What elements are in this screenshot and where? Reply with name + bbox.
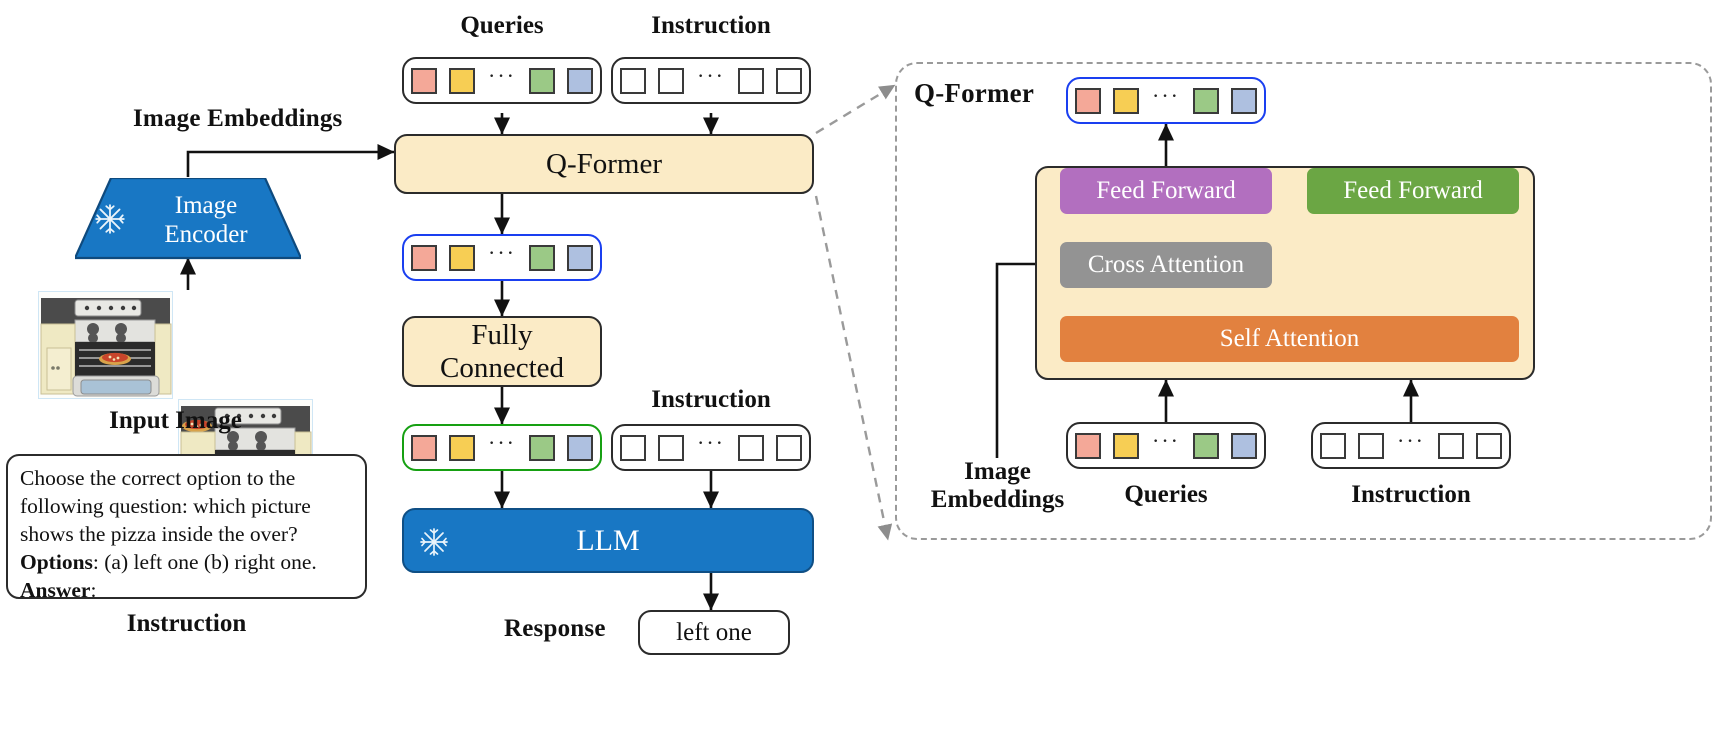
projected-token-2	[528, 434, 555, 461]
instruction-answer-line: Answer:	[20, 577, 353, 605]
query-token-0	[411, 67, 437, 94]
output-token-2	[528, 244, 555, 271]
projected-token-0	[411, 434, 437, 461]
queries-token-row-detail[interactable]: ···	[1066, 422, 1266, 469]
instruction-token-0	[620, 67, 646, 94]
instruction-label-detail: Instruction	[1351, 481, 1471, 508]
queries-token-row-middle[interactable]: ···	[402, 57, 602, 104]
image-encoder-block[interactable]: Image Encoder	[75, 178, 301, 260]
input-photo-left[interactable]	[38, 291, 173, 399]
feed-forward-instruction-label: Feed Forward	[1343, 177, 1483, 204]
q-former-label: Q-Former	[546, 147, 662, 180]
output-ellipsis: ···	[488, 239, 516, 265]
image-embeddings-label: Image Embeddings	[133, 105, 343, 132]
response-box[interactable]: left one	[638, 610, 790, 655]
response-value: left one	[676, 618, 752, 646]
instruction-token-b3	[775, 434, 802, 461]
instruction-label-middle-bottom: Instruction	[651, 386, 771, 413]
detail-output-token-1	[1113, 87, 1139, 114]
detail-output-token-2	[1192, 87, 1219, 114]
detail-query-token-0	[1075, 432, 1101, 459]
self-attention-block[interactable]: Self Attention	[1060, 316, 1519, 362]
output-token-0	[411, 244, 437, 271]
instruction-line-3: shows the pizza inside the over?	[20, 521, 298, 546]
q-former-block[interactable]: Q-Former	[394, 134, 814, 194]
detail-output-token-0	[1075, 87, 1101, 114]
fully-connected-block[interactable]: Fully Connected	[402, 316, 602, 387]
detail-instruction-token-0	[1320, 432, 1346, 459]
projected-token-row[interactable]: ···	[402, 424, 602, 471]
image-embeddings-detail-line2: Embeddings	[930, 486, 1065, 513]
image-embeddings-label-detail: Image Embeddings	[905, 458, 1090, 514]
projected-ellipsis: ···	[488, 429, 516, 455]
detail-output-token-3	[1230, 87, 1257, 114]
image-encoder-shape	[75, 178, 301, 260]
instruction-label-middle-top: Instruction	[651, 12, 771, 39]
detail-query-token-3	[1230, 432, 1257, 459]
instruction-line-1: Choose the correct option to the	[20, 466, 296, 490]
projected-token-1	[449, 434, 475, 461]
projected-token-3	[566, 434, 593, 461]
image-encoder-label-line1: Image	[174, 192, 238, 219]
instruction-token-row-detail[interactable]: ···	[1311, 422, 1511, 469]
feed-forward-instruction-block[interactable]: Feed Forward	[1307, 168, 1519, 214]
detail-instruction-token-1	[1358, 432, 1384, 459]
instruction-token-row-middle-top[interactable]: ···	[611, 57, 811, 104]
instruction-token-1	[658, 67, 684, 94]
instruction-token-row-middle-bottom[interactable]: ···	[611, 424, 811, 471]
llm-block[interactable]: LLM	[402, 508, 814, 573]
queries-label-middle: Queries	[460, 12, 544, 39]
instruction-token-b1	[658, 434, 684, 461]
snowflake-icon	[93, 202, 127, 236]
instruction-text-box[interactable]: Choose the correct option to the followi…	[6, 454, 367, 602]
response-label: Response	[504, 615, 606, 642]
answer-key: Answer	[20, 577, 91, 602]
qformer-detail-output-token-row[interactable]: ···	[1066, 77, 1266, 124]
instruction-ellipsis-middle-bottom: ···	[697, 429, 725, 455]
qformer-output-token-row[interactable]: ···	[402, 234, 602, 281]
detail-output-ellipsis: ···	[1152, 82, 1180, 108]
feed-forward-queries-block[interactable]: Feed Forward	[1060, 168, 1272, 214]
image-encoder-label-line2: Encoder	[164, 220, 248, 248]
q-former-detail-panel	[895, 62, 1712, 540]
instruction-line-2: following question: which picture	[20, 493, 311, 518]
output-token-3	[566, 244, 593, 271]
cross-attention-block[interactable]: Cross Attention	[1060, 242, 1272, 288]
llm-label: LLM	[576, 523, 640, 557]
oven-with-pizza-inside-icon	[39, 292, 172, 398]
detail-query-token-1	[1113, 432, 1139, 459]
instruction-token-b2	[737, 434, 764, 461]
queries-label-detail: Queries	[1124, 481, 1208, 508]
feed-forward-queries-label: Feed Forward	[1096, 177, 1236, 204]
instruction-ellipsis-middle-top: ···	[697, 62, 725, 88]
instruction-token-3	[775, 67, 802, 94]
options-value: : (a) left one (b) right one.	[92, 549, 317, 574]
query-token-1	[449, 67, 475, 94]
instruction-label-left: Instruction	[126, 610, 247, 637]
detail-instruction-token-3	[1475, 432, 1502, 459]
self-attention-label: Self Attention	[1219, 325, 1360, 352]
q-former-detail-title: Q-Former	[914, 78, 1035, 108]
instruction-token-2	[737, 67, 764, 94]
snowflake-icon	[418, 526, 450, 558]
instruction-options-line: Options: (a) left one (b) right one.	[20, 549, 353, 577]
instruction-token-b0	[620, 434, 646, 461]
image-embeddings-detail-line1: Image	[964, 458, 1031, 485]
query-token-2	[528, 67, 555, 94]
fully-connected-label-line2: Connected	[439, 351, 564, 384]
input-image-label: Input Image	[109, 407, 242, 434]
answer-value: :	[90, 577, 97, 602]
detail-instruction-ellipsis: ···	[1397, 427, 1425, 453]
cross-attention-label: Cross Attention	[1087, 251, 1245, 278]
detail-queries-ellipsis: ···	[1152, 427, 1180, 453]
detail-query-token-2	[1192, 432, 1219, 459]
detail-instruction-token-2	[1437, 432, 1464, 459]
query-token-3	[566, 67, 593, 94]
options-key: Options	[20, 549, 93, 574]
fully-connected-label-line1: Fully	[471, 319, 533, 352]
output-token-1	[449, 244, 475, 271]
queries-ellipsis-middle: ···	[488, 62, 516, 88]
